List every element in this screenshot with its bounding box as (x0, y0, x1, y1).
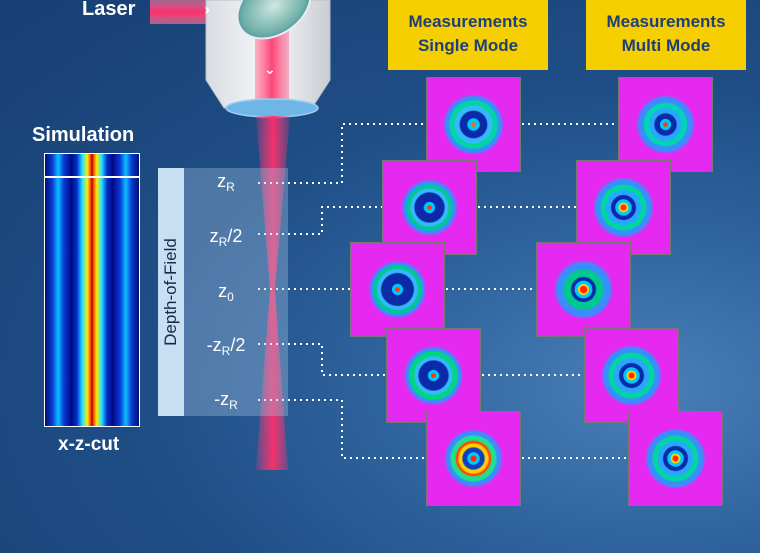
z-label-neg-zR-half: -zR/2 (206, 335, 246, 358)
measurements-single-line1: Measurements (408, 12, 528, 31)
depth-of-field-label: Depth-of-Field (161, 238, 180, 346)
laser-label: Laser (82, 0, 136, 20)
focusing-lens (225, 98, 319, 118)
simulation-caption: x-z-cut (58, 434, 120, 455)
measurements-multi-line1: Measurements (606, 12, 726, 31)
simulation-title: Simulation (32, 124, 135, 146)
measurements-multi-line2: Multi Mode (621, 36, 711, 55)
connector-lines (258, 123, 628, 459)
tile-single-neg-zR-half (386, 328, 481, 423)
arrow-right-icon: › (204, 0, 211, 19)
tile-single-zR-half (382, 160, 477, 255)
simulation-image (44, 153, 140, 427)
tile-single-z0 (350, 242, 445, 337)
z-label-zR-half: zR/2 (209, 226, 243, 249)
measurements-single-line2: Single Mode (417, 36, 519, 55)
arrow-down-icon: ⌄ (264, 62, 276, 78)
z-label-zR: zR (217, 171, 235, 194)
mirror (236, 0, 312, 40)
tile-multi-zR (618, 77, 713, 172)
simulation-marker-line (45, 176, 139, 178)
tile-multi-neg-zR (628, 411, 723, 506)
z-label-z0: z0 (218, 281, 234, 304)
focused-beam (256, 116, 290, 470)
tile-single-zR (426, 77, 521, 172)
tile-multi-z0 (536, 242, 631, 337)
depth-of-field-strip (158, 168, 184, 416)
depth-of-field-label-wrap: Depth-of-Field (158, 168, 184, 416)
z-label-neg-zR: -zR (214, 389, 238, 412)
measurements-multi-header: Measurements Multi Mode (586, 0, 746, 70)
tile-single-neg-zR (426, 411, 521, 506)
tile-multi-neg-zR-half (584, 328, 679, 423)
measurements-single-header: Measurements Single Mode (388, 0, 548, 70)
tile-multi-zR-half (576, 160, 671, 255)
